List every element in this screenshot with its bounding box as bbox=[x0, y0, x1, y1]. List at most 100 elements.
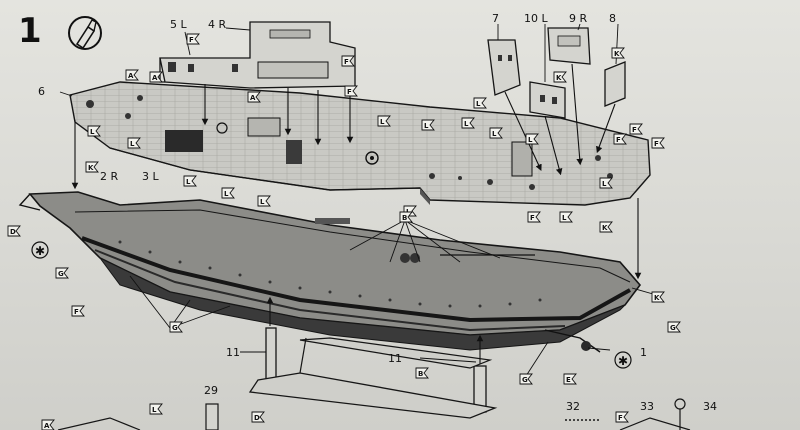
flag-callout: G bbox=[667, 321, 681, 333]
flag-letter: L bbox=[602, 180, 607, 188]
flag-callout: K bbox=[651, 291, 665, 303]
flag-letter: G bbox=[522, 376, 528, 384]
panel-part-7 bbox=[487, 39, 521, 96]
flag-letter: L bbox=[186, 178, 191, 186]
flag-callout: F bbox=[344, 85, 358, 97]
flag-letter: L bbox=[562, 214, 567, 222]
panel-part-8 bbox=[604, 61, 626, 107]
flag-callout: L bbox=[489, 127, 503, 139]
flag-callout: A bbox=[125, 69, 139, 81]
asterisk-left: ✱ bbox=[35, 244, 45, 258]
flag-callout: K bbox=[611, 47, 625, 59]
flag-callout: F bbox=[629, 123, 643, 135]
flag-callout: F bbox=[71, 305, 85, 317]
flag-callout: F bbox=[341, 55, 355, 67]
part-number-29: 29 bbox=[204, 384, 218, 397]
panel-part-9R bbox=[547, 27, 591, 65]
flag-letter: L bbox=[464, 120, 469, 128]
flag-callout: L bbox=[183, 175, 197, 187]
part-number-8: 8 bbox=[609, 12, 616, 25]
flag-callout: K bbox=[85, 161, 99, 173]
flag-callout: F bbox=[651, 137, 665, 149]
flag-letter: F bbox=[530, 214, 535, 222]
flag-letter: L bbox=[476, 100, 481, 108]
flag-letter: F bbox=[632, 126, 637, 134]
part-number-7: 7 bbox=[492, 12, 499, 25]
flag-callout: B bbox=[399, 211, 413, 223]
asterisk-right: ✱ bbox=[618, 354, 628, 368]
flag-letter: L bbox=[260, 198, 265, 206]
flag-callout: G bbox=[519, 373, 533, 385]
flag-callout: B bbox=[415, 367, 429, 379]
flag-callout: G bbox=[169, 321, 183, 333]
flag-letter: L bbox=[528, 136, 533, 144]
flag-callout: F bbox=[615, 411, 629, 423]
flag-callouts: AAAFFFLLLLLLLLLKKFFFFLLLLLKKDGFGBGGEKBLD… bbox=[7, 33, 681, 430]
flag-letter: K bbox=[654, 294, 660, 302]
flag-letter: L bbox=[380, 118, 385, 126]
part-number-2R: 2 R bbox=[100, 170, 118, 183]
part-number-5L: 5 L bbox=[170, 18, 187, 31]
flag-letter: F bbox=[344, 58, 349, 66]
flag-callout: A bbox=[247, 91, 261, 103]
flag-callout: D bbox=[7, 225, 21, 237]
flag-letter: F bbox=[74, 308, 79, 316]
flag-letter: A bbox=[44, 422, 50, 430]
flag-letter: A bbox=[128, 72, 134, 80]
flag-letter: A bbox=[152, 74, 158, 82]
flag-callout: L bbox=[221, 187, 235, 199]
part-number-4R: 4 R bbox=[208, 18, 226, 31]
flag-letter: D bbox=[254, 414, 260, 422]
deckhouse-part bbox=[159, 21, 356, 89]
flag-callout: L bbox=[461, 117, 475, 129]
flag-callout: G bbox=[55, 267, 69, 279]
flag-letter: F bbox=[189, 36, 194, 44]
part-number-34: 34 bbox=[703, 400, 717, 413]
asterisk-markers: ✱ ✱ bbox=[31, 241, 632, 369]
step-number: 1 bbox=[18, 11, 42, 51]
flag-callout: A bbox=[149, 71, 163, 83]
flag-letter: L bbox=[492, 130, 497, 138]
flag-letter: L bbox=[424, 122, 429, 130]
flag-callout: L bbox=[149, 403, 163, 415]
flag-callout: F bbox=[527, 211, 541, 223]
flag-callout: L bbox=[421, 119, 435, 131]
flag-letter: F bbox=[616, 136, 621, 144]
flag-letter: D bbox=[10, 228, 16, 236]
flag-callout: L bbox=[473, 97, 487, 109]
flag-letter: K bbox=[614, 50, 620, 58]
part-number-33: 33 bbox=[640, 400, 654, 413]
ship-hull bbox=[18, 191, 642, 353]
flag-callout: K bbox=[599, 221, 613, 233]
part-number-11-left: 11 bbox=[226, 346, 240, 359]
part-number-labels: 5 L 4 R 6 7 10 L 9 R 8 2 R 3 L 11 11 1 2… bbox=[38, 12, 717, 413]
part-number-9R: 9 R bbox=[569, 12, 587, 25]
flag-callout: F bbox=[186, 33, 200, 45]
flag-letter: G bbox=[670, 324, 676, 332]
part-number-1: 1 bbox=[640, 346, 647, 359]
flag-callout: L bbox=[87, 125, 101, 137]
flag-letter: L bbox=[224, 190, 229, 198]
part-number-32: 32 bbox=[566, 400, 580, 413]
flag-letter: L bbox=[130, 140, 135, 148]
flag-letter: K bbox=[556, 74, 562, 82]
flag-letter: G bbox=[172, 324, 178, 332]
part-number-6: 6 bbox=[38, 85, 45, 98]
flag-letter: F bbox=[347, 88, 352, 96]
flag-callout: A bbox=[41, 419, 55, 430]
upper-deck-part bbox=[69, 81, 651, 206]
flag-letter: K bbox=[602, 224, 608, 232]
flag-letter: G bbox=[58, 270, 64, 278]
flag-letter: L bbox=[90, 128, 95, 136]
flag-callout: D bbox=[251, 411, 265, 423]
flag-callout: L bbox=[377, 115, 391, 127]
flag-letter: E bbox=[566, 376, 571, 384]
display-stand bbox=[248, 327, 498, 419]
flag-callout: F bbox=[613, 133, 627, 145]
leader-lines bbox=[59, 23, 661, 377]
part-number-11-right: 11 bbox=[388, 352, 402, 365]
flag-letter: K bbox=[88, 164, 94, 172]
flag-letter: B bbox=[418, 370, 423, 378]
